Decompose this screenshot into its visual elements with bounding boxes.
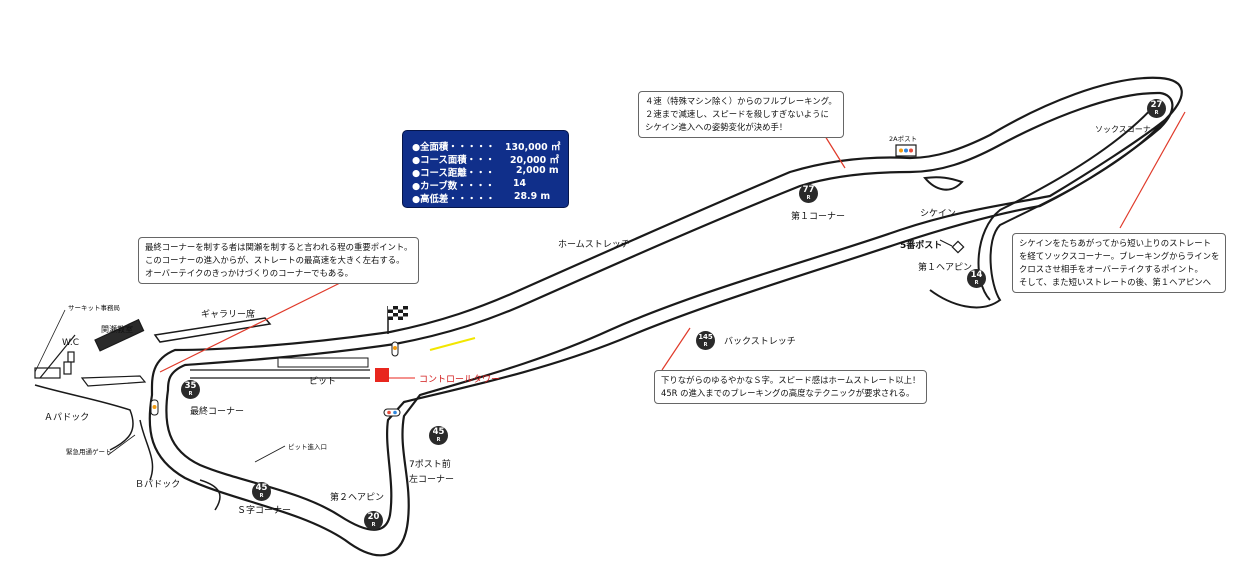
label-circuit-office: サーキット事務局 bbox=[68, 304, 120, 312]
label-post-2a: 2Aポスト bbox=[889, 135, 918, 143]
stat-area-label: ●全面積・・・・・ bbox=[412, 142, 496, 153]
label-school: 関瀬教室 bbox=[101, 325, 133, 334]
pit-building bbox=[277, 357, 369, 368]
chicane-island bbox=[923, 176, 964, 191]
post-5-icon bbox=[951, 240, 965, 254]
light-post-2 bbox=[383, 408, 401, 417]
note-sox-corner-line3: クロスさせ相手をオーバーテイクするポイント。 bbox=[1019, 264, 1203, 274]
label-post-5: 5番ポスト bbox=[900, 241, 943, 251]
note-last-corner-line1: 最終コーナーを制する者は関瀬を制すると言われる程の重要ポイント。 bbox=[145, 242, 413, 252]
label-s-corner: Ｓ字コーナー bbox=[237, 506, 292, 516]
note-s-curve-line2: 45R の進入までのブレーキングの高度なテクニックが要求される。 bbox=[661, 388, 915, 398]
stat-curves-value: 14 bbox=[513, 178, 527, 189]
stat-elevation-value: 28.9 m bbox=[514, 191, 551, 202]
note-s-curve-line1: 下りながらのゆるやかなＳ字。スピード感はホームストレート以上！ bbox=[661, 375, 921, 385]
note-s-curve: 下りながらのゆるやかなＳ字。スピード感はホームストレート以上！ 45R の進入ま… bbox=[654, 370, 928, 404]
stats-panel: ●全面積・・・・・ 130,000 ㎡ ●コース面積・・・ 20,000 ㎡ ●コー… bbox=[402, 130, 569, 208]
note-last-corner-line3: オーバーテイクのきっかけづくりのコーナーでもある。 bbox=[145, 268, 354, 278]
label-pit: ピット bbox=[309, 377, 337, 387]
stat-course-area-value: 20,000 ㎡ bbox=[510, 155, 559, 166]
label-paddock-b: Ｂパドック bbox=[135, 480, 181, 490]
label-hairpin-1: 第１ヘアピン bbox=[918, 263, 973, 273]
stat-curves-label: ●カーブ数・・・・ bbox=[412, 181, 495, 192]
stat-distance-value: 2,000 m bbox=[516, 165, 559, 176]
pointer-lines bbox=[34, 309, 286, 463]
paddock-outline bbox=[34, 384, 221, 511]
callout-lines bbox=[159, 111, 1186, 373]
stat-elevation-label: ●高低差・・・・・ bbox=[412, 194, 496, 205]
label-control-tower: コントロールタワー bbox=[419, 375, 501, 385]
label-last-corner: 最終コーナー bbox=[190, 407, 245, 417]
label-chicane: シケイン bbox=[920, 209, 956, 219]
label-home-straight: ホームストレッチ bbox=[558, 240, 630, 250]
note-first-corner-line3: シケイン進入への姿勢変化が決め手！ bbox=[645, 122, 788, 132]
note-sox-corner-line4: そして、また短いストレートの後、第１ヘアピンへ bbox=[1019, 277, 1211, 287]
label-emergency-gate: 緊急用通ゲート bbox=[66, 448, 112, 456]
gallery-stand bbox=[153, 317, 272, 343]
start-line bbox=[429, 337, 476, 351]
checkered-flag-icon bbox=[387, 306, 408, 334]
pit-lane bbox=[190, 369, 370, 379]
paddock-facilities bbox=[34, 318, 147, 387]
note-first-corner-line2: ２速まで減速し、スピードを殺しすぎないように bbox=[645, 109, 829, 119]
label-paddock-a: Ａパドック bbox=[44, 413, 90, 423]
stat-course-area-label: ●コース面積・・・ bbox=[412, 155, 495, 166]
label-first-corner: 第１コーナー bbox=[791, 212, 846, 222]
note-last-corner-line2: このコーナーの進入からが、ストレートの最高速を大きく左右する。 bbox=[145, 255, 405, 265]
note-sox-corner-line2: を経てソックスコーナー。ブレーキングからラインを bbox=[1019, 251, 1220, 261]
label-post-7-line1: 7ポスト前 bbox=[409, 460, 451, 470]
label-post-7-line2: 左コーナー bbox=[409, 475, 455, 485]
note-sox-corner: シケインをたちあがってから短い上りのストレート を経てソックスコーナー。ブレーキ… bbox=[1012, 233, 1227, 293]
track-inner-edge bbox=[165, 91, 1174, 531]
note-sox-corner-line1: シケインをたちあがってから短い上りのストレート bbox=[1019, 238, 1212, 248]
label-pit-entry: ピット進入口 bbox=[288, 443, 327, 451]
label-back-straight: バックストレッチ bbox=[724, 337, 796, 347]
note-first-corner-line1: ４速（特殊マシン除く）からのフルブレーキング。 bbox=[645, 96, 837, 106]
label-wc: W.C bbox=[62, 338, 80, 348]
note-first-corner: ４速（特殊マシン除く）からのフルブレーキング。 ２速まで減速し、スピードを殺しす… bbox=[638, 91, 844, 138]
control-tower-icon bbox=[375, 368, 389, 382]
label-hairpin-2: 第２ヘアピン bbox=[330, 493, 385, 503]
stat-distance-label: ●コース距離・・・ bbox=[412, 168, 495, 179]
stat-area-value: 130,000 ㎡ bbox=[505, 142, 561, 153]
label-gallery: ギャラリー席 bbox=[201, 310, 256, 320]
label-sox-corner: ソックスコーナー bbox=[1095, 125, 1159, 134]
note-last-corner: 最終コーナーを制する者は関瀬を制すると言われる程の重要ポイント。 このコーナーの… bbox=[138, 237, 420, 284]
track-outer-edge bbox=[148, 76, 1183, 557]
